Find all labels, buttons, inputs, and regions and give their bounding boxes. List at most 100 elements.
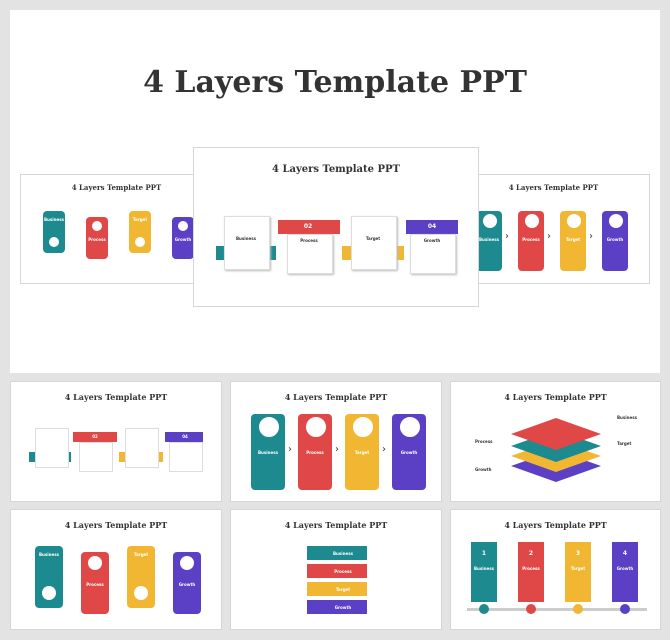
growth-icon bbox=[399, 416, 421, 438]
thumbnail-5[interactable]: 4 Layers Template PPT Business Process T… bbox=[230, 509, 442, 630]
arrow-icon: › bbox=[589, 231, 593, 242]
band-purple bbox=[165, 432, 203, 442]
preview-slide-left[interactable]: 4 Layers Template PPT Business Process T… bbox=[20, 174, 213, 284]
ribbon-business bbox=[307, 546, 367, 560]
slide-title: 4 Layers Template PPT bbox=[71, 183, 162, 192]
label-business: Business bbox=[474, 566, 494, 571]
label-target: Target bbox=[365, 236, 381, 241]
number-02: 02 bbox=[303, 223, 313, 230]
ribbon-target bbox=[307, 582, 367, 596]
label-growth: Growth bbox=[475, 467, 492, 472]
label-growth: Growth bbox=[178, 582, 196, 587]
hero-panel: 4 Layers Template PPT 4 Layers Template … bbox=[10, 10, 660, 373]
preview-slide-center[interactable]: 4 Layers Template PPT 01 02 03 04 Busine… bbox=[193, 147, 479, 307]
label-business: Business bbox=[617, 415, 637, 420]
number-02: 02 bbox=[92, 434, 98, 439]
card-process bbox=[287, 234, 333, 274]
business-icon bbox=[49, 237, 59, 247]
preview-slide-right[interactable]: 4 Layers Template PPT Business › Process… bbox=[457, 174, 650, 284]
label-business: Business bbox=[479, 237, 499, 242]
process-icon bbox=[88, 556, 102, 570]
number-03: 03 bbox=[138, 454, 144, 459]
target-icon bbox=[566, 213, 582, 229]
slide-title: 4 Layers Template PPT bbox=[504, 392, 607, 402]
thumbnail-2[interactable]: 4 Layers Template PPT Business › Process… bbox=[230, 381, 442, 502]
label-growth: Growth bbox=[616, 566, 634, 571]
label-process: Process bbox=[300, 238, 318, 243]
label-growth: Growth bbox=[606, 237, 624, 242]
label-process: Process bbox=[334, 569, 352, 574]
layer-business bbox=[43, 211, 65, 253]
card-target bbox=[125, 428, 159, 468]
label-process: Process bbox=[86, 582, 104, 587]
ribbon-growth bbox=[307, 600, 367, 614]
target-icon bbox=[135, 237, 145, 247]
growth-icon bbox=[608, 213, 624, 229]
arrow-icon: › bbox=[505, 231, 509, 242]
slide-title: 4 Layers Template PPT bbox=[64, 392, 168, 402]
label-business: Business bbox=[258, 450, 278, 455]
business-icon bbox=[42, 586, 56, 600]
slide-title: 4 Layers Template PPT bbox=[272, 164, 400, 175]
layer-growth bbox=[612, 542, 638, 602]
business-icon bbox=[482, 213, 498, 229]
hero-title: 4 Layers Template PPT bbox=[143, 65, 527, 100]
label-target: Target bbox=[133, 552, 149, 557]
step-3: 3 bbox=[575, 550, 581, 557]
label-process: Process bbox=[522, 237, 540, 242]
label-process: Process bbox=[306, 450, 324, 455]
timeline-line bbox=[467, 608, 647, 611]
card-growth bbox=[410, 234, 456, 274]
thumbnail-6[interactable]: 4 Layers Template PPT 1 Business 2 Proce… bbox=[450, 509, 661, 630]
growth-icon bbox=[180, 556, 194, 570]
label-growth: Growth bbox=[334, 605, 352, 610]
label-target: Target bbox=[617, 441, 632, 446]
label-target: Target bbox=[565, 237, 581, 242]
growth-icon bbox=[178, 221, 188, 231]
layer-business bbox=[471, 542, 497, 602]
thumbnail-1[interactable]: 4 Layers Template PPT 01 02 03 04 bbox=[10, 381, 222, 502]
label-growth: Growth bbox=[423, 238, 441, 243]
label-growth: Growth bbox=[174, 237, 192, 242]
card-business bbox=[224, 216, 270, 270]
target-icon bbox=[134, 586, 148, 600]
label-business: Business bbox=[333, 551, 353, 556]
label-process: Process bbox=[88, 237, 106, 242]
card-growth bbox=[169, 442, 203, 472]
marker-process bbox=[526, 604, 536, 614]
thumbnail-4[interactable]: 4 Layers Template PPT Business Process T… bbox=[10, 509, 222, 630]
process-icon bbox=[92, 221, 102, 231]
card-process bbox=[79, 442, 113, 472]
label-process: Process bbox=[522, 566, 540, 571]
slide-title: 4 Layers Template PPT bbox=[504, 520, 607, 530]
band-purple bbox=[406, 220, 458, 234]
layer-growth bbox=[172, 217, 194, 259]
process-icon bbox=[305, 416, 327, 438]
layer-target bbox=[129, 211, 151, 253]
layer-target bbox=[565, 542, 591, 602]
step-4: 4 bbox=[622, 550, 628, 557]
slide-title: 4 Layers Template PPT bbox=[284, 520, 388, 530]
marker-business bbox=[479, 604, 489, 614]
label-business: Business bbox=[44, 217, 64, 222]
label-process: Process bbox=[475, 439, 493, 444]
band-red bbox=[73, 432, 117, 442]
label-target: Target bbox=[132, 217, 148, 222]
business-icon bbox=[258, 416, 280, 438]
slide-title: 4 Layers Template PPT bbox=[284, 392, 388, 402]
layer-process bbox=[518, 542, 544, 602]
label-target: Target bbox=[335, 587, 351, 592]
stacked-layers-graphic bbox=[511, 418, 601, 482]
label-target: Target bbox=[570, 566, 586, 571]
ribbon-process bbox=[307, 564, 367, 578]
arrow-icon: › bbox=[547, 231, 551, 242]
number-04: 04 bbox=[182, 434, 188, 439]
label-target: Target bbox=[354, 450, 370, 455]
marker-growth bbox=[620, 604, 630, 614]
number-01: 01 bbox=[46, 454, 52, 459]
label-business: Business bbox=[236, 236, 256, 241]
card-business bbox=[35, 428, 69, 468]
card-target bbox=[351, 216, 397, 270]
arrow-icon: › bbox=[335, 444, 339, 455]
thumbnail-3[interactable]: 4 Layers Template PPT Business Target Pr… bbox=[450, 381, 661, 502]
